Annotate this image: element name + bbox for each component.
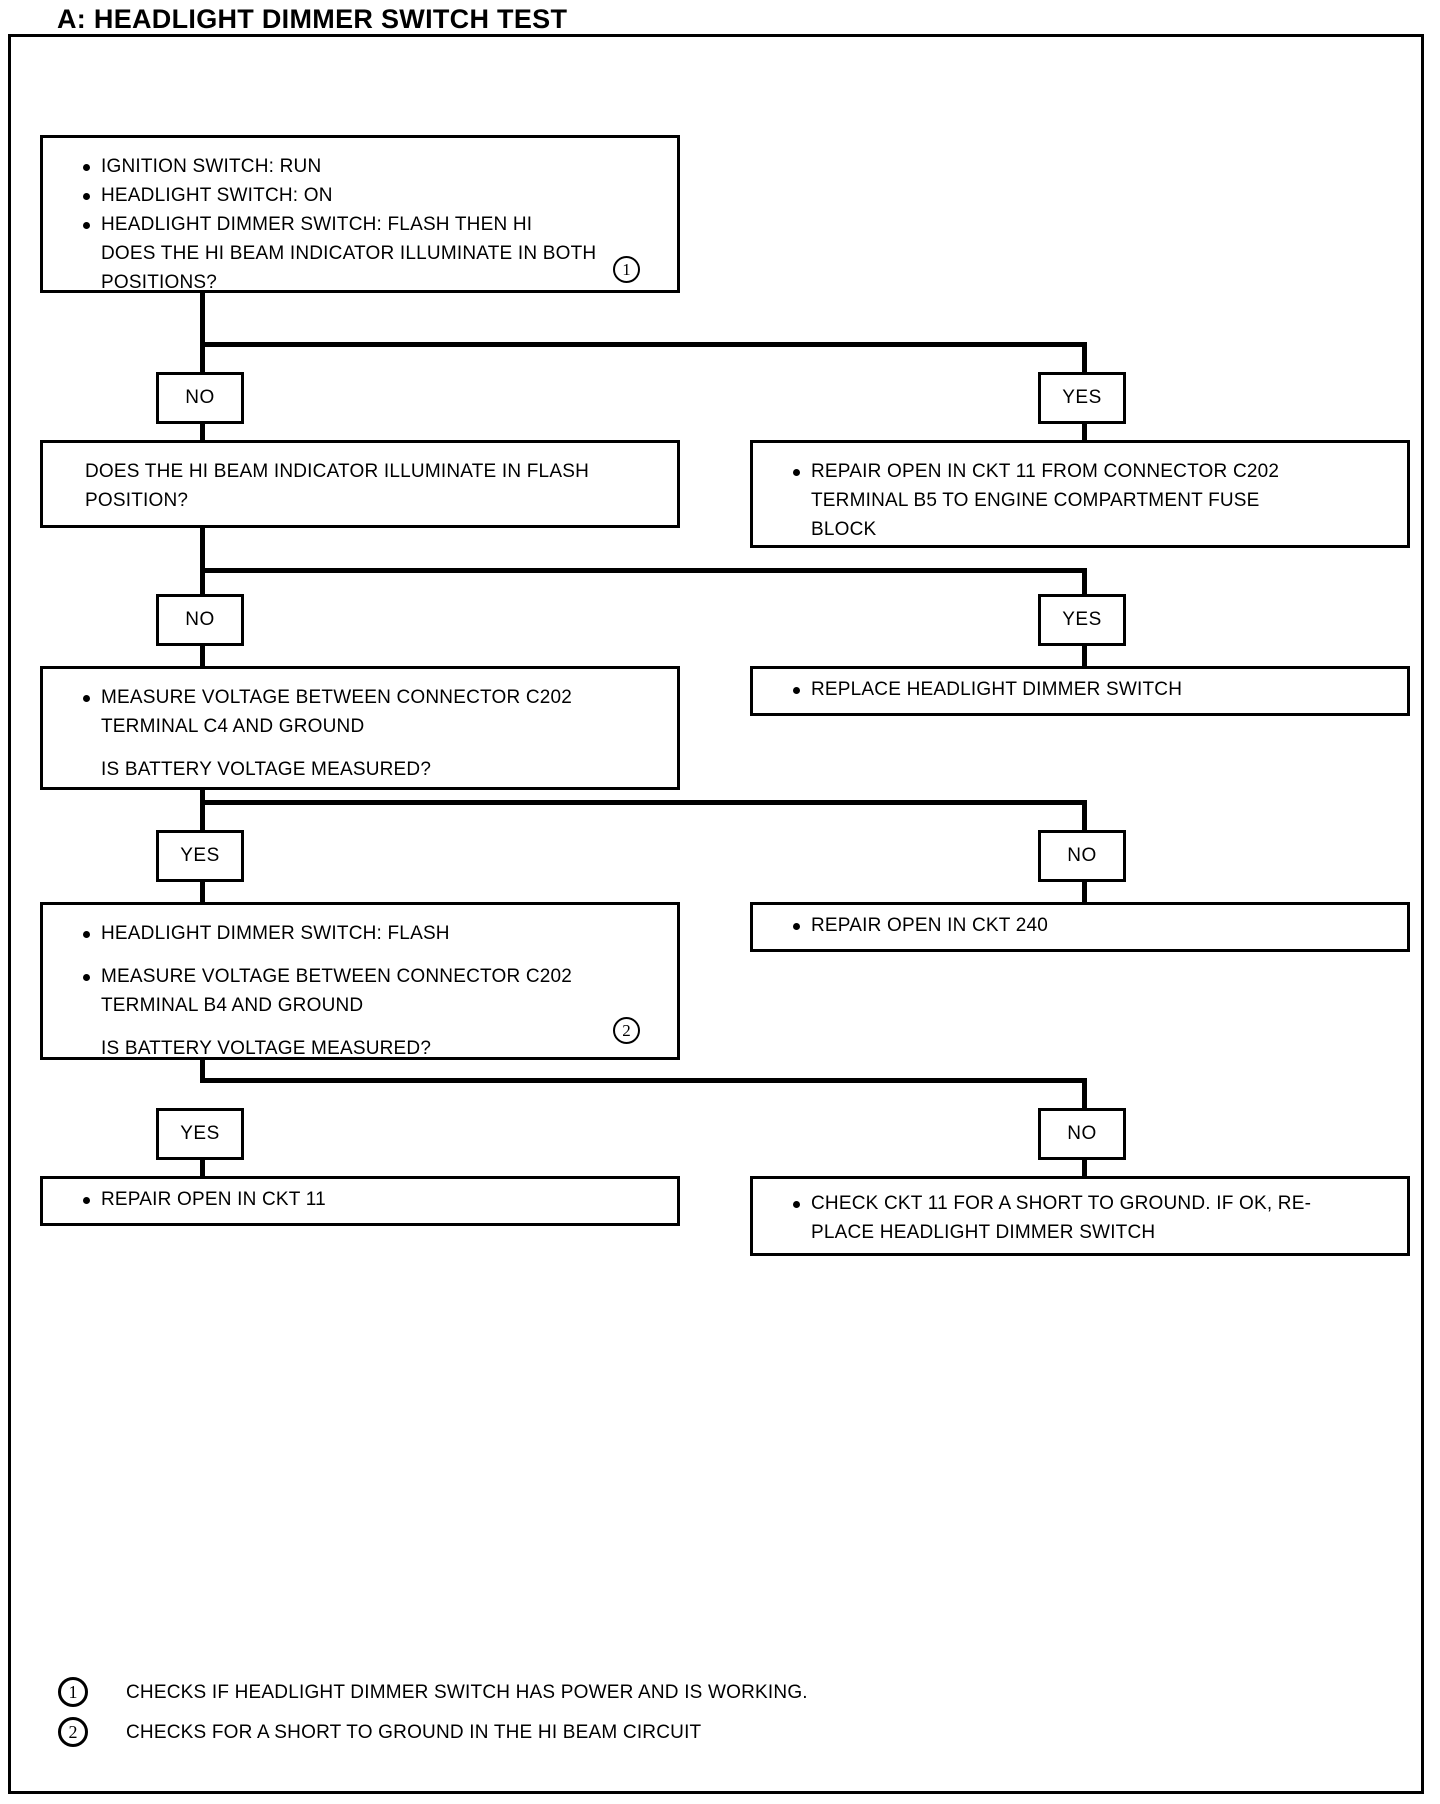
question-hi-beam-both-positions-l2: POSITIONS?	[101, 272, 218, 293]
connector-d4-no-drop	[1082, 1078, 1087, 1108]
footnote-number-2: 2	[58, 1717, 88, 1747]
branch-label-d4-yes[interactable]: YES	[156, 1108, 244, 1160]
action-repair-open-ckt11: REPAIR OPEN IN CKT 11	[61, 1185, 661, 1214]
box-repair-open-ckt11-fuse-block[interactable]: REPAIR OPEN IN CKT 11 FROM CONNECTOR C20…	[750, 440, 1410, 548]
connector-d3-stem	[200, 790, 205, 832]
page-title: A: HEADLIGHT DIMMER SWITCH TEST	[57, 4, 568, 34]
action-measure-c202-b4-l2: TERMINAL B4 AND GROUND	[101, 995, 364, 1016]
branch-label-d3-yes[interactable]: YES	[156, 830, 244, 882]
page-border-frame	[8, 34, 1424, 1794]
box-repair-open-ckt11[interactable]: REPAIR OPEN IN CKT 11	[40, 1176, 680, 1226]
condition-dimmer-switch-flash: HEADLIGHT DIMMER SWITCH: FLASH	[61, 919, 661, 948]
branch-label-d2-yes[interactable]: YES	[1038, 594, 1126, 646]
connector-d2-bus	[200, 568, 1087, 573]
action-check-short-to-ground-l2: PLACE HEADLIGHT DIMMER SWITCH	[811, 1222, 1156, 1243]
action-repair-open-l3: BLOCK	[811, 519, 877, 540]
question-flash-position-l2: POSITION?	[85, 490, 189, 511]
footnote-number-1: 1	[58, 1677, 88, 1707]
action-repair-open-l2: TERMINAL B5 TO ENGINE COMPARTMENT FUSE	[811, 490, 1260, 511]
action-measure-c202-c4-l1: MEASURE VOLTAGE BETWEEN CONNECTOR C202	[61, 683, 661, 712]
action-repair-open-ckt240: REPAIR OPEN IN CKT 240	[771, 911, 1391, 940]
branch-label-d4-no[interactable]: NO	[1038, 1108, 1126, 1160]
connector-d4-stem	[200, 1060, 205, 1082]
footnote-text-2: CHECKS FOR A SHORT TO GROUND IN THE HI B…	[126, 1722, 702, 1743]
box-initial-conditions[interactable]: IGNITION SWITCH: RUN HEADLIGHT SWITCH: O…	[40, 135, 680, 293]
action-measure-c202-c4-l2: TERMINAL C4 AND GROUND	[101, 716, 365, 737]
connector-d2-stem	[200, 528, 205, 568]
condition-headlight-switch: HEADLIGHT SWITCH: ON	[61, 181, 661, 210]
connector-d1-no-drop	[200, 342, 205, 372]
question-hi-beam-both-positions-l1: DOES THE HI BEAM INDICATOR ILLUMINATE IN…	[101, 243, 597, 264]
footnote-1: 1 CHECKS IF HEADLIGHT DIMMER SWITCH HAS …	[58, 1675, 1158, 1715]
footnote-2: 2 CHECKS FOR A SHORT TO GROUND IN THE HI…	[58, 1715, 1158, 1755]
action-measure-c202-b4-l1: MEASURE VOLTAGE BETWEEN CONNECTOR C202	[61, 962, 661, 991]
connector-d1-bus	[200, 342, 1087, 347]
box-measure-voltage-c4[interactable]: MEASURE VOLTAGE BETWEEN CONNECTOR C202 T…	[40, 666, 680, 790]
question-battery-voltage-c4: IS BATTERY VOLTAGE MEASURED?	[101, 759, 432, 780]
footnote-list: 1 CHECKS IF HEADLIGHT DIMMER SWITCH HAS …	[58, 1675, 1158, 1755]
action-replace-dimmer-switch: REPLACE HEADLIGHT DIMMER SWITCH	[771, 675, 1391, 704]
box-replace-dimmer-switch[interactable]: REPLACE HEADLIGHT DIMMER SWITCH	[750, 666, 1410, 716]
reference-marker-2: 2	[613, 1017, 640, 1044]
connector-d3-no-drop	[1082, 800, 1087, 830]
action-repair-open-l1: REPAIR OPEN IN CKT 11 FROM CONNECTOR C20…	[771, 457, 1391, 486]
footnote-text-1: CHECKS IF HEADLIGHT DIMMER SWITCH HAS PO…	[126, 1682, 808, 1703]
condition-ignition-switch: IGNITION SWITCH: RUN	[61, 152, 661, 181]
box-repair-open-ckt240[interactable]: REPAIR OPEN IN CKT 240	[750, 902, 1410, 952]
question-battery-voltage-b4: IS BATTERY VOLTAGE MEASURED?	[101, 1038, 432, 1059]
condition-dimmer-switch: HEADLIGHT DIMMER SWITCH: FLASH THEN HI	[61, 210, 661, 239]
connector-d1-yes-drop	[1082, 342, 1087, 372]
branch-label-d1-no[interactable]: NO	[156, 372, 244, 424]
box-check-ckt11-short-to-ground[interactable]: CHECK CKT 11 FOR A SHORT TO GROUND. IF O…	[750, 1176, 1410, 1256]
branch-label-d1-yes[interactable]: YES	[1038, 372, 1126, 424]
branch-label-d3-no[interactable]: NO	[1038, 830, 1126, 882]
box-measure-voltage-b4[interactable]: HEADLIGHT DIMMER SWITCH: FLASH MEASURE V…	[40, 902, 680, 1060]
box-question-flash-position[interactable]: DOES THE HI BEAM INDICATOR ILLUMINATE IN…	[40, 440, 680, 528]
connector-d3-bus	[200, 800, 1087, 805]
action-check-short-to-ground-l1: CHECK CKT 11 FOR A SHORT TO GROUND. IF O…	[771, 1189, 1391, 1218]
connector-d2-yes-drop	[1082, 568, 1087, 594]
connector-d4-bus	[200, 1078, 1087, 1083]
branch-label-d2-no[interactable]: NO	[156, 594, 244, 646]
question-flash-position-l1: DOES THE HI BEAM INDICATOR ILLUMINATE IN…	[85, 461, 589, 482]
connector-d2-no-drop	[200, 568, 205, 594]
reference-marker-1: 1	[613, 256, 640, 283]
connector-d1-stem	[200, 290, 205, 342]
